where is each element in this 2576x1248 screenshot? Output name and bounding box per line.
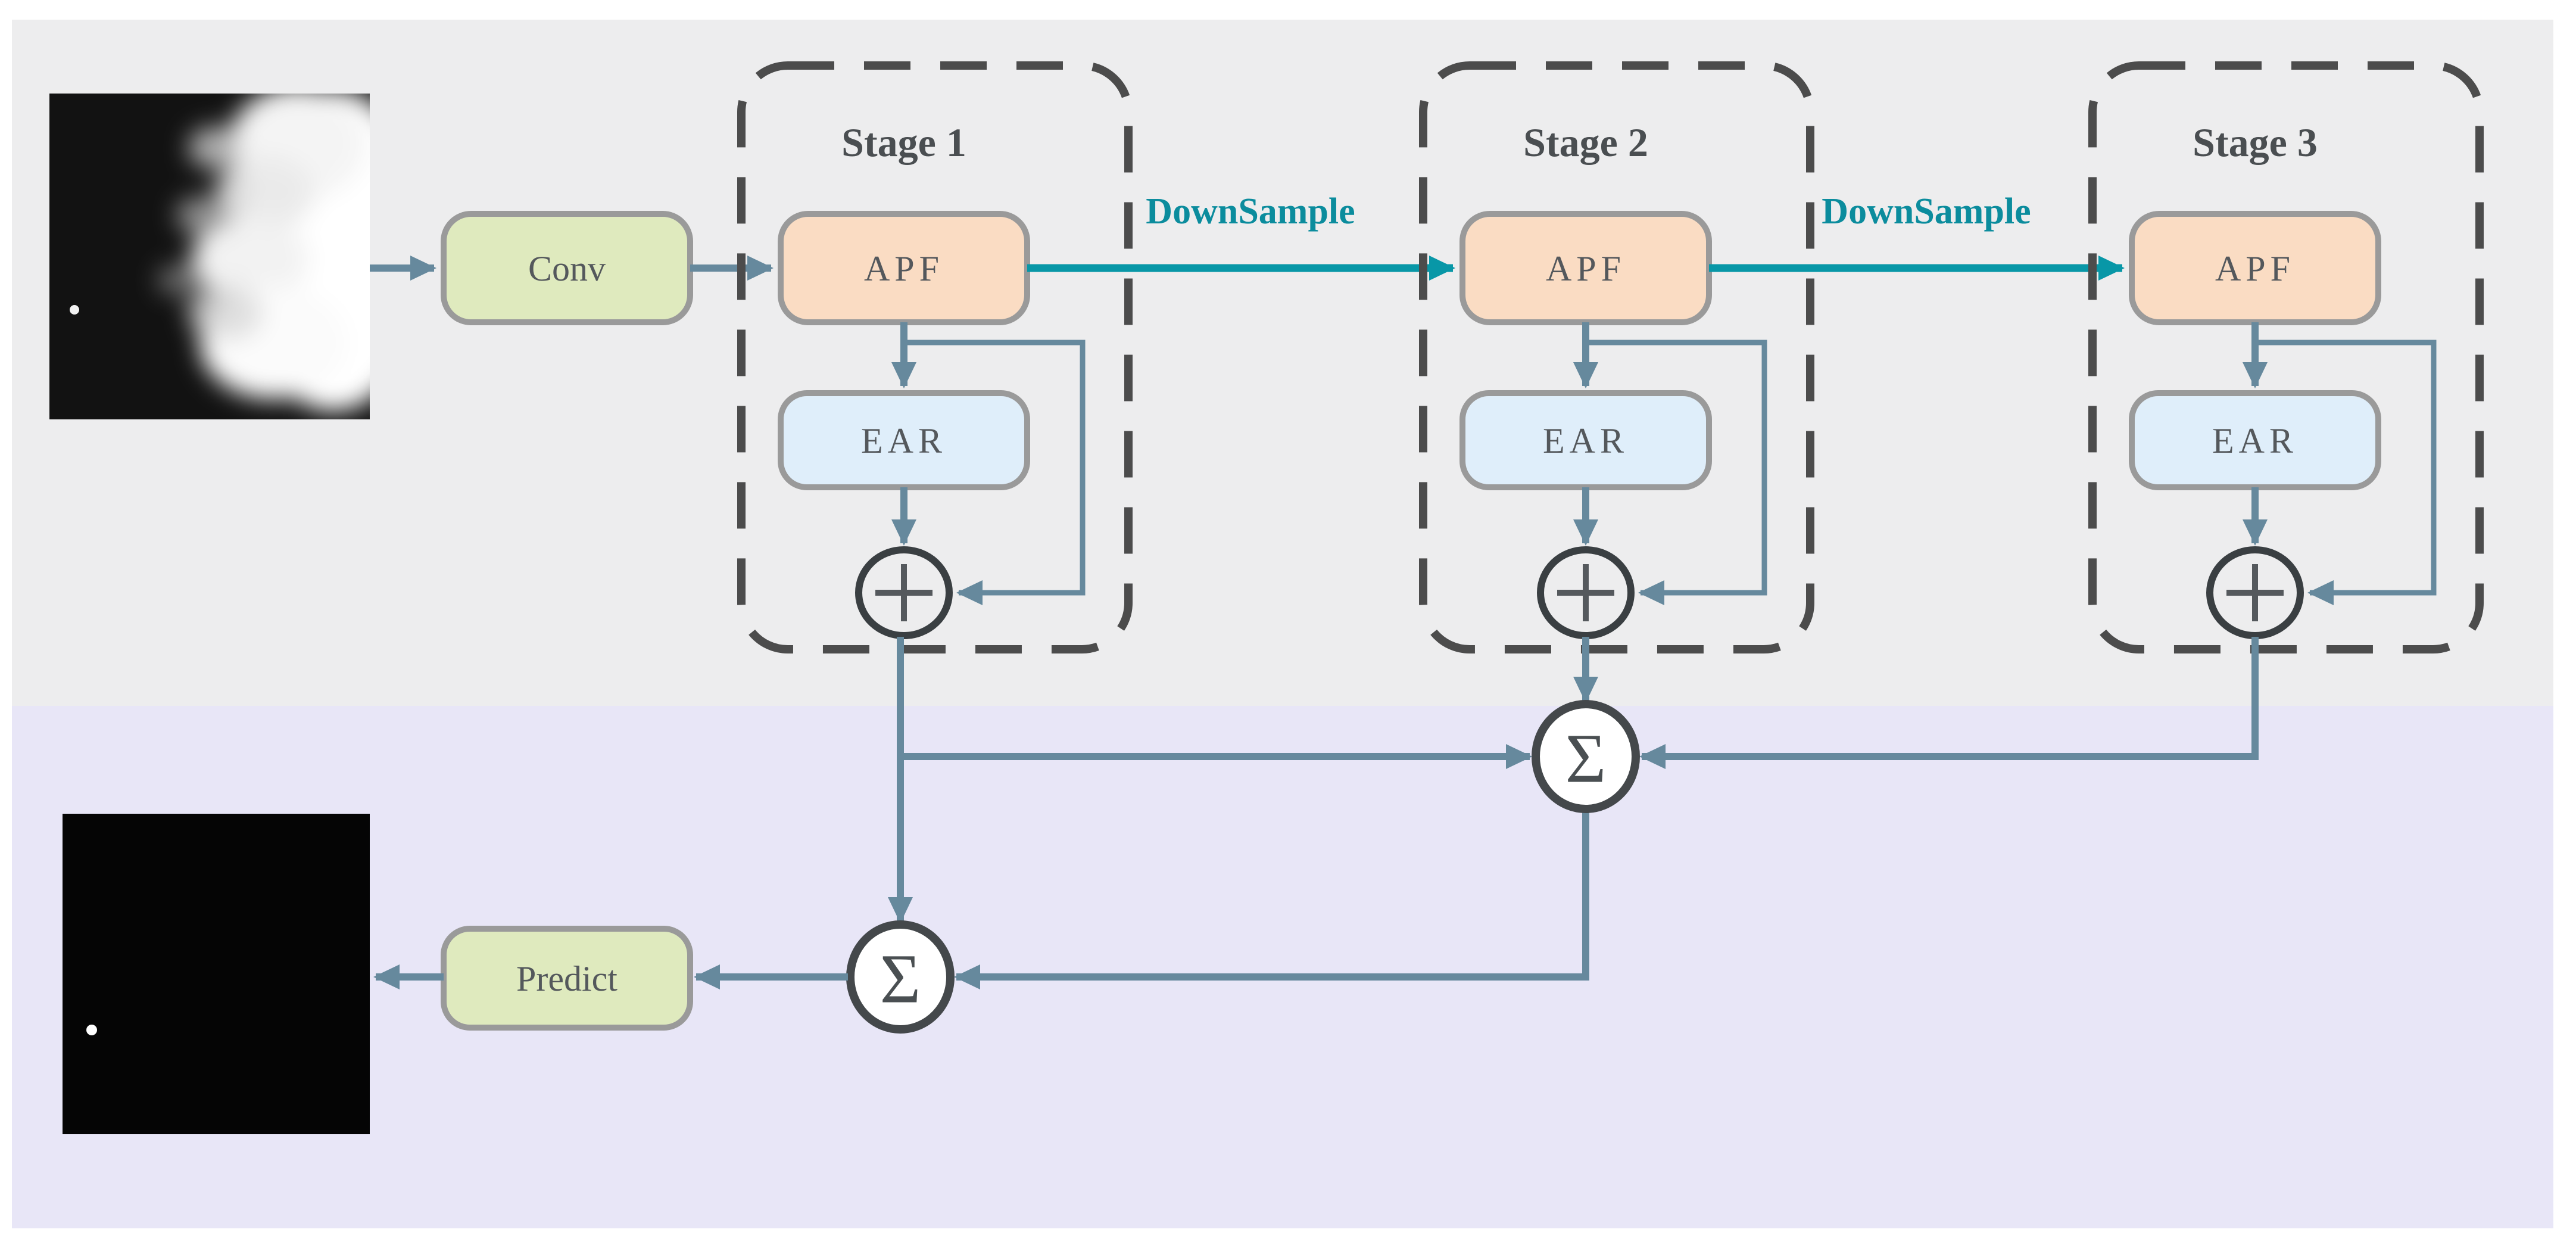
sum-node-upper: Σ (1532, 700, 1640, 813)
sigma-symbol: Σ (880, 939, 921, 1017)
stage-2-ear-label: EAR (1543, 421, 1629, 460)
stage-1-apf-label: APF (864, 249, 944, 288)
stage-2-dashed-border (1419, 61, 1814, 653)
downsample-label-1: DownSample (1146, 191, 1355, 232)
sum-node-lower: Σ (846, 920, 955, 1034)
stage-3-add-node (2206, 546, 2304, 639)
panel-feature-extraction (12, 20, 2553, 706)
detected-target-dot (86, 1025, 97, 1035)
stage-3-skip-connection (2255, 340, 2437, 605)
stage-1-add-node (855, 546, 953, 639)
stage-1-title: Stage 1 (841, 120, 966, 165)
stage-2-title: Stage 2 (1523, 120, 1648, 165)
add-icon (2226, 564, 2284, 621)
conv-block: Conv (441, 211, 693, 325)
stage-2-apf-label: APF (1546, 249, 1626, 288)
stage-1-skip-connection (904, 340, 1086, 605)
stage-3-dashed-border (2088, 61, 2484, 653)
panel-fusion-prediction (12, 706, 2553, 1228)
add-icon (875, 564, 933, 621)
stage-1-ear-label: EAR (861, 421, 947, 460)
add-icon (1557, 564, 1614, 621)
input-infrared-image (49, 94, 370, 419)
output-prediction-image (63, 814, 370, 1134)
stage-3-ear-label: EAR (2212, 421, 2298, 460)
stage-1-dashed-border (737, 61, 1133, 653)
predict-label: Predict (516, 959, 618, 998)
bright-target-speck (70, 305, 79, 315)
predict-block: Predict (441, 926, 693, 1031)
conv-label: Conv (528, 249, 606, 288)
arrow-sum-to-sum2 (954, 809, 1589, 989)
arrow-stage3-to-sum (1639, 637, 2259, 769)
stage-2-skip-connection (1586, 340, 1767, 605)
stage-3-apf-label: APF (2215, 249, 2295, 288)
sigma-symbol: Σ (1565, 719, 1607, 797)
stage-2: Stage 2 APF EAR (1419, 61, 1814, 653)
stage-3-title: Stage 3 (2193, 120, 2318, 165)
stage-2-add-node (1537, 546, 1635, 639)
stage-3: Stage 3 APF EAR (2088, 61, 2484, 653)
stage-1: Stage 1 APF EAR (737, 61, 1133, 653)
downsample-label-2: DownSample (1822, 191, 2031, 232)
